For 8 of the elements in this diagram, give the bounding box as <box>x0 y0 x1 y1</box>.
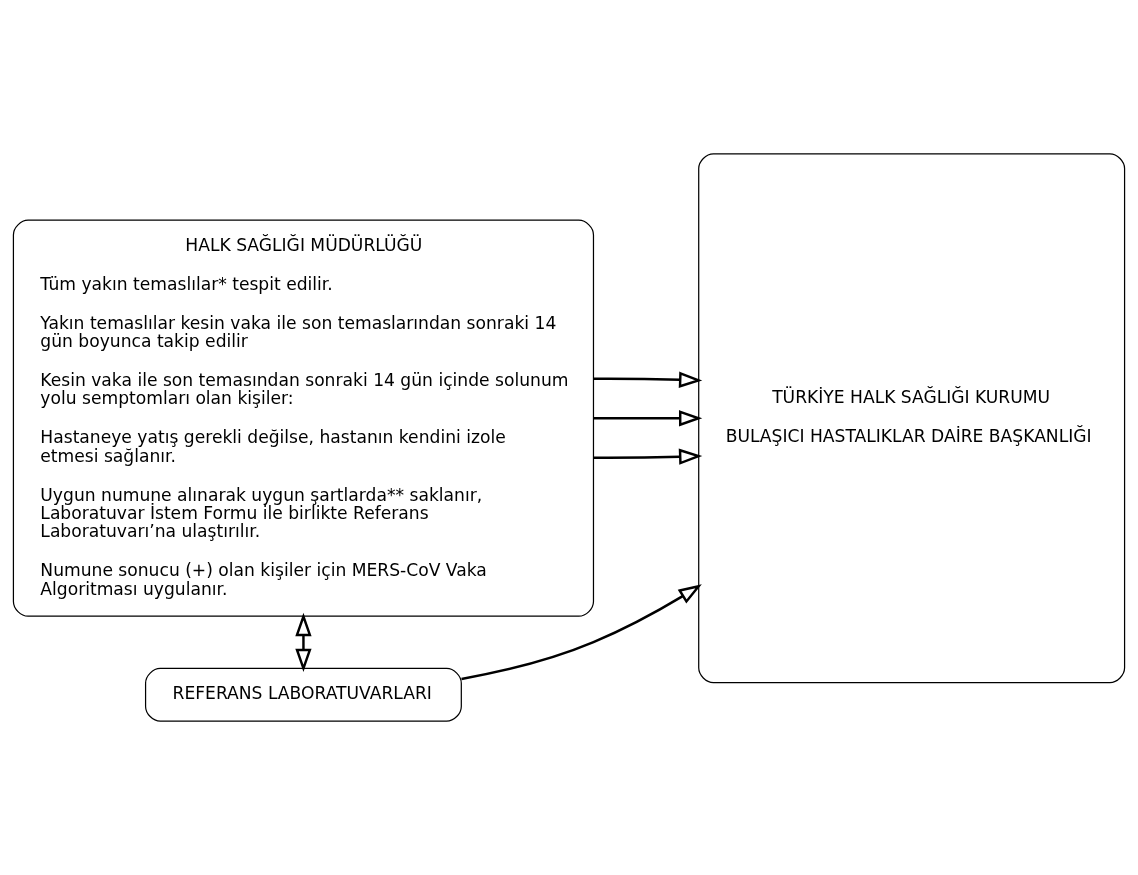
node-box: REFERANS LABORATUVARLARI <box>144 667 462 722</box>
node-box: HALK SAĞLIĞI MÜDÜRLÜĞÜ Tüm yakın temaslılar* tespit edilir. Yakın temaslılar kesin vaka ile son temaslarından sonraki 14 gün boyunca takip edilir Kesin vaka ile son temasından sonraki 14 gün içinde solunum yolu semptomları olan kişiler: Hastaneye yatış gerekli değilse, hastanın kendini izole etmesi sağlanır. Uygun numune alınarak uygun şartlarda** saklanır, Laboratuvar İstem Formu ile birlikte Referans Laboratuvarı’na ulaştırılır. Numune sonucu (+) olan kişiler için MERS-CoV Vaka Algoritması uygulanır. <box>12 219 595 617</box>
arrow <box>593 371 703 388</box>
arrow <box>593 448 703 465</box>
arrow <box>461 584 702 681</box>
arrow <box>593 410 703 427</box>
node-box: TÜRKİYE HALK SAĞLIĞI KURUMU BULAŞICI HASTALIKLAR DAİRE BAŞKANLIĞI <box>698 153 1126 684</box>
arrow <box>295 612 312 673</box>
